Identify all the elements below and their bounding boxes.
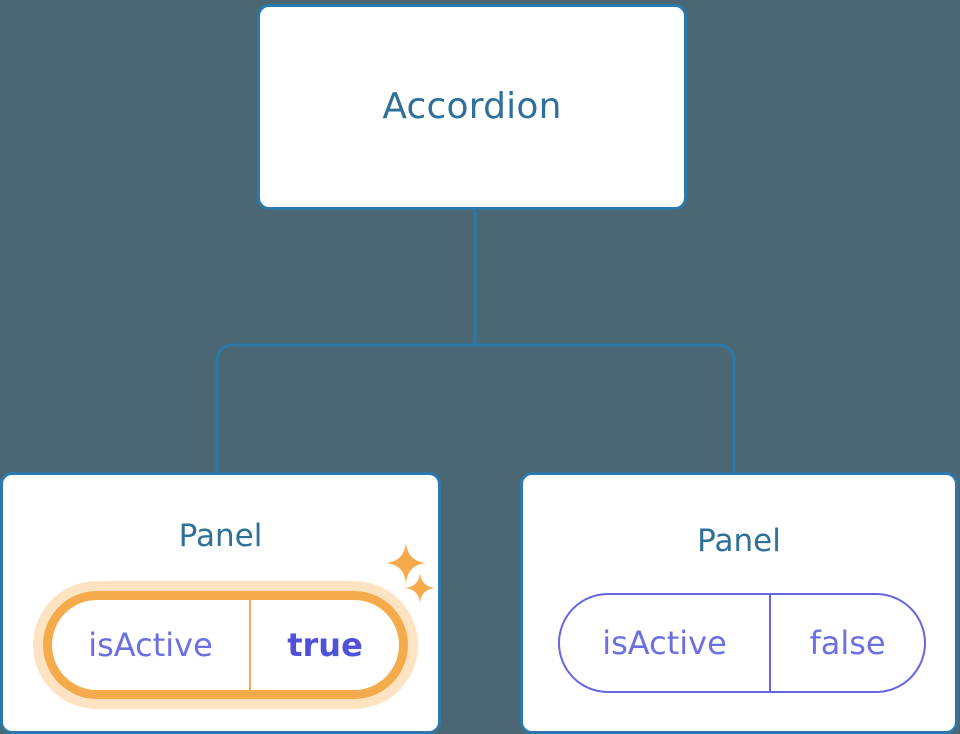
prop-value-true: true <box>287 626 363 664</box>
node-panel-inactive-label: Panel <box>697 523 781 559</box>
connector-branch-left <box>215 343 475 472</box>
node-panel-active[interactable]: Panel isActive true <box>0 472 441 734</box>
connector-branch-right <box>475 343 736 472</box>
node-accordion-label: Accordion <box>382 86 562 127</box>
prop-value-false: false <box>809 624 886 662</box>
prop-pill-isactive-false[interactable]: isActive false <box>558 593 926 693</box>
prop-key-isactive: isActive <box>560 595 771 691</box>
node-panel-inactive[interactable]: Panel isActive false <box>520 472 958 734</box>
prop-key-isactive: isActive <box>52 600 251 690</box>
node-panel-active-label: Panel <box>178 518 263 554</box>
prop-pill-isactive-true[interactable]: isActive true <box>43 591 408 699</box>
node-accordion[interactable]: Accordion <box>257 4 687 210</box>
